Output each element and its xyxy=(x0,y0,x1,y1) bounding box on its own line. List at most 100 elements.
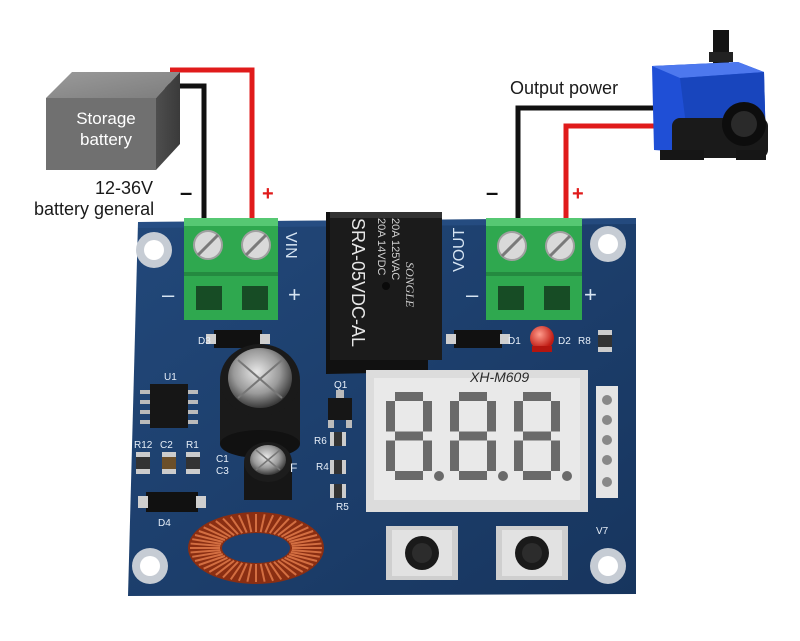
coil-winding xyxy=(192,538,222,545)
digit-0-segment-0 xyxy=(395,392,423,401)
push-button-left[interactable] xyxy=(386,526,458,580)
coil-winding xyxy=(198,555,226,566)
smd-r6 xyxy=(330,432,346,446)
coil-winding xyxy=(215,559,235,576)
coil-winding xyxy=(286,555,314,566)
coil-winding xyxy=(198,530,226,541)
led-display xyxy=(366,370,588,512)
label-u1: U1 xyxy=(164,372,177,383)
digit-2-segment-2 xyxy=(551,440,560,471)
input-spec-label: 12-36V xyxy=(60,178,188,199)
coil-winding xyxy=(246,514,253,533)
vout-label: VOUT xyxy=(451,227,468,272)
digit-0-segment-2 xyxy=(423,440,432,471)
output-terminal-block xyxy=(486,218,582,320)
digit-2-segment-0 xyxy=(523,392,551,401)
coil-winding xyxy=(259,514,266,533)
digit-2-segment-3 xyxy=(523,471,551,480)
input-pos-marker: + xyxy=(262,183,274,205)
coil-winding xyxy=(194,553,223,562)
digit-1-segment-6 xyxy=(459,431,487,441)
coil-winding xyxy=(291,549,322,554)
board-neg-out: – xyxy=(466,282,479,307)
label-r8: R8 xyxy=(578,336,591,347)
coil-winding xyxy=(190,549,221,554)
coil-winding xyxy=(273,517,290,535)
digit-1-segment-2 xyxy=(487,440,496,471)
board-pos-in: + xyxy=(288,282,301,307)
digit-2-segment-6 xyxy=(523,431,551,441)
coil-winding xyxy=(289,553,318,562)
label-d4: D4 xyxy=(158,518,171,529)
transistor-q1 xyxy=(328,390,352,428)
smd-r8 xyxy=(598,330,612,352)
digit-0-segment-4 xyxy=(386,440,395,471)
digit-2-segment-5 xyxy=(514,401,523,432)
input-pos-wire xyxy=(170,67,255,218)
storage-battery xyxy=(46,72,180,170)
output-neg-wire xyxy=(515,105,660,218)
capacitor-small xyxy=(244,442,292,500)
smd-r4 xyxy=(330,460,346,474)
input-spec-line1: 12-36V xyxy=(94,178,154,198)
label-r1: R1 xyxy=(186,440,199,451)
coil-winding xyxy=(284,556,309,570)
label-v7: V7 xyxy=(596,526,609,537)
digit-0-segment-5 xyxy=(386,401,395,432)
output-neg-marker: – xyxy=(486,180,498,205)
relay-rating-1: 20A 14VDC xyxy=(375,218,387,276)
display-digits xyxy=(386,392,572,481)
coil-winding xyxy=(238,563,248,582)
output-power-label: Output power xyxy=(510,78,619,98)
label-f: F xyxy=(290,461,297,475)
relay-rating-2: 20A 125VAC xyxy=(389,218,401,280)
smd-r1 xyxy=(186,452,200,474)
coil-winding xyxy=(259,563,266,582)
coil-winding xyxy=(190,542,221,547)
coil-winding xyxy=(229,562,244,580)
vin-label: VIN xyxy=(282,232,299,259)
relay-brand: SONGLE xyxy=(403,262,417,308)
mounting-hole-tr xyxy=(590,226,626,262)
label-r4: R4 xyxy=(316,462,329,473)
coil-winding xyxy=(192,551,222,558)
label-r12: R12 xyxy=(134,440,153,451)
coil-winding xyxy=(238,514,248,533)
coil-winding xyxy=(222,561,239,579)
coil-winding xyxy=(246,563,253,582)
label-q1: Q1 xyxy=(334,380,348,391)
input-neg-marker: – xyxy=(180,180,192,205)
digit-1-segment-3 xyxy=(459,471,487,480)
diode-d1 xyxy=(446,330,510,348)
mounting-hole-tl xyxy=(136,232,172,268)
battery-label: Storage battery xyxy=(58,108,154,150)
digit-1-dot xyxy=(498,471,508,481)
push-button-right[interactable] xyxy=(496,526,568,580)
board-neg-in: – xyxy=(162,282,175,307)
diode-d4 xyxy=(138,492,206,512)
output-pos-wire xyxy=(563,123,660,218)
relay-model-text: SRA-05VDC-AL xyxy=(348,218,368,347)
coil-winding xyxy=(273,561,290,579)
label-d1: D1 xyxy=(508,336,521,347)
label-r6: R6 xyxy=(314,436,327,447)
coil-winding xyxy=(284,526,309,540)
digit-0-dot xyxy=(434,471,444,481)
relay xyxy=(326,212,442,374)
label-c3: C3 xyxy=(216,466,229,477)
board-pos-out: + xyxy=(584,282,597,307)
coil-winding xyxy=(264,563,274,582)
coil-winding xyxy=(280,523,304,538)
coil-winding xyxy=(291,542,322,547)
toroid-inductor xyxy=(188,512,324,584)
coil-winding xyxy=(268,516,283,534)
input-terminal-block xyxy=(184,218,278,320)
digit-1-segment-5 xyxy=(450,401,459,432)
digit-1-segment-0 xyxy=(459,392,487,401)
coil-winding xyxy=(277,520,297,537)
mounting-hole-br xyxy=(590,548,626,584)
coil-winding xyxy=(222,517,239,535)
smd-r12 xyxy=(136,452,150,474)
coil-winding xyxy=(290,538,320,545)
